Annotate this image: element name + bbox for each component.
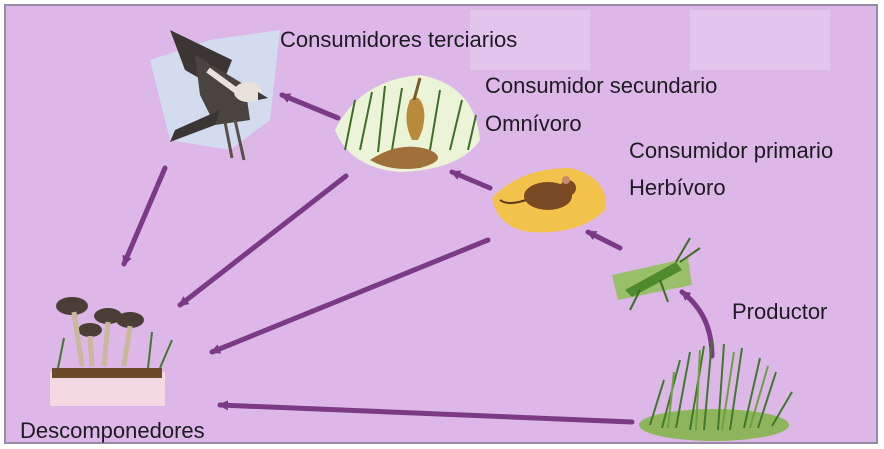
- label-herbivore: Herbívoro: [629, 175, 726, 200]
- label-omnivore: Omnívoro: [485, 111, 582, 136]
- grass-icon: [639, 339, 793, 441]
- snake-icon: [335, 75, 480, 172]
- arrow-grass-to-grasshopper: [679, 289, 715, 359]
- mushrooms-icon: [50, 297, 173, 406]
- mouse-icon: [492, 168, 606, 233]
- arrow-eagle-to-decomposers: [121, 165, 168, 267]
- arrow-snake-to-decomposers: [177, 173, 349, 308]
- label-tertiary-consumer: Consumidores terciarios: [280, 27, 518, 52]
- label-decomposers: Descomponedores: [20, 418, 205, 443]
- arrow-grasshopper-to-mouse: [585, 229, 623, 251]
- background-texture: [470, 10, 830, 70]
- arrow-mouse-to-snake: [449, 169, 493, 191]
- label-primary-consumer: Consumidor primario: [629, 138, 834, 163]
- grasshopper-icon: [612, 237, 701, 311]
- eagle-icon: [150, 30, 280, 161]
- arrow-grass-to-decomposers: [217, 400, 635, 425]
- arrow-mouse-to-decomposers: [209, 237, 491, 355]
- arrow-snake-to-eagle: [279, 92, 341, 121]
- label-producer: Productor: [732, 299, 828, 324]
- label-secondary-consumer: Consumidor secundario: [485, 73, 718, 98]
